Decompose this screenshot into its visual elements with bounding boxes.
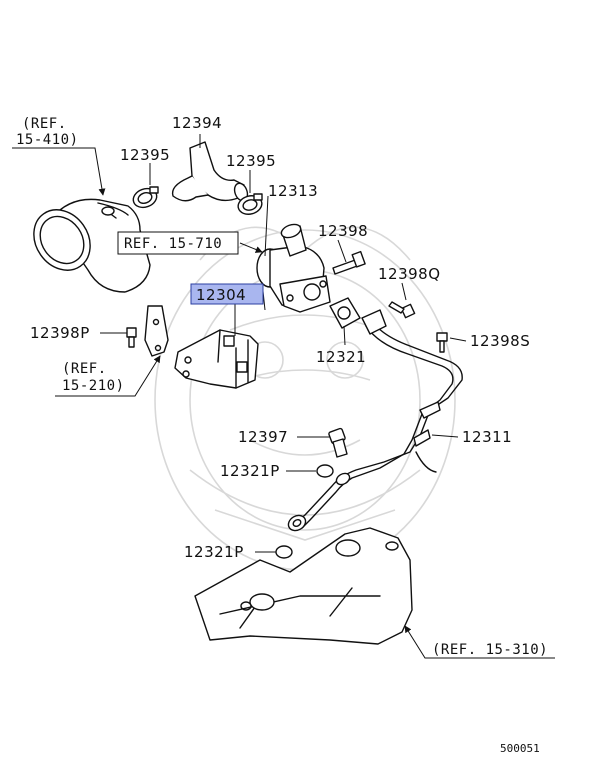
label-12313: 12313	[268, 182, 318, 200]
label-12395-left: 12395	[120, 146, 170, 164]
leader-lines	[12, 134, 555, 659]
label-12321p-upper: 12321P	[220, 462, 280, 480]
label-ref-15-310: (REF. 15-310)	[432, 642, 548, 658]
ref-15-710-box	[117, 231, 239, 255]
label-12397: 12397	[238, 428, 288, 446]
highlight-12304	[190, 283, 264, 305]
exhaust-manifold	[194, 527, 413, 645]
label-12398s: 12398S	[470, 332, 530, 350]
bracket-12304	[174, 329, 259, 389]
label-ref-15-410-line2: 15-410)	[16, 132, 79, 148]
label-12398p: 12398P	[30, 324, 90, 342]
label-ref-15-210-line2: 15-210)	[62, 378, 125, 394]
air-control-valve-12313	[256, 223, 331, 313]
bolt-12398	[332, 250, 366, 275]
gasket-plate	[144, 305, 169, 357]
bolt-12398s	[436, 332, 448, 353]
label-12321p-lower: 12321P	[184, 543, 244, 561]
label-12311: 12311	[462, 428, 512, 446]
label-ref-15-410-line1: (REF.	[22, 116, 67, 132]
intake-duct	[33, 198, 151, 293]
label-12394: 12394	[172, 114, 222, 132]
union-bolt-12397	[328, 427, 348, 458]
washer-12321p-lower	[275, 545, 293, 559]
bolt-12398p	[126, 327, 137, 348]
label-ref-15-210-line1: (REF.	[62, 361, 107, 377]
label-12398q: 12398Q	[378, 265, 441, 283]
label-ref-15-710: REF. 15-710	[124, 236, 222, 252]
gasket-12321	[329, 297, 361, 329]
label-12395-right: 12395	[226, 152, 276, 170]
label-12398: 12398	[318, 222, 368, 240]
bolt-12398q	[388, 301, 416, 319]
label-12304: 12304	[196, 286, 246, 304]
label-12321: 12321	[316, 348, 366, 366]
part-labels: (REF. 15-410) 12394 12395 12395 12313 12…	[16, 114, 548, 755]
air-pipe-12311	[287, 309, 463, 532]
hose-clamp-left	[132, 186, 159, 209]
hose-12394	[171, 141, 249, 202]
washer-12321p-upper	[316, 464, 334, 478]
hose-clamp-right	[237, 193, 263, 215]
diagram-code: 500051	[500, 742, 540, 755]
